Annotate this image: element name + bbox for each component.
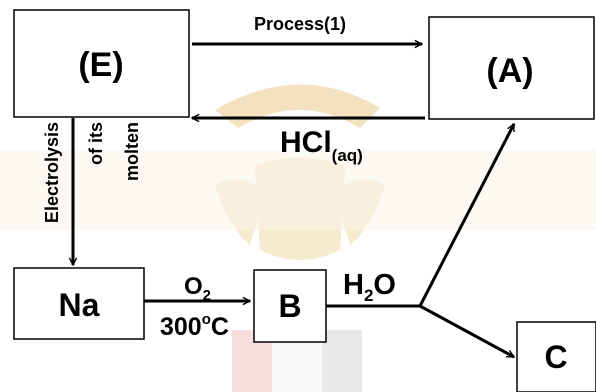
node-e: (E) [13, 9, 190, 118]
label-o2: O2 [184, 273, 211, 304]
label-of-its: of its [86, 122, 106, 165]
node-a-label: (A) [486, 52, 533, 90]
node-b: B [253, 269, 327, 343]
node-c-label: C [544, 339, 567, 375]
node-b-label: B [278, 288, 301, 324]
label-temperature: 300oC [160, 311, 229, 341]
node-na-label: Na [59, 287, 100, 323]
label-process-1: Process(1) [254, 14, 346, 34]
label-molten: molten [122, 122, 142, 181]
node-e-label: (E) [78, 46, 123, 84]
label-hcl: HCl(aq) [280, 126, 363, 165]
node-c: C [516, 321, 596, 392]
label-water: H2O [343, 269, 396, 305]
node-a: (A) [428, 16, 595, 120]
arrow-junction-to-c [419, 304, 514, 359]
label-electrolysis: Electrolysis [42, 122, 62, 223]
node-na: Na [13, 267, 145, 340]
arrow-junction-to-a [418, 124, 516, 307]
